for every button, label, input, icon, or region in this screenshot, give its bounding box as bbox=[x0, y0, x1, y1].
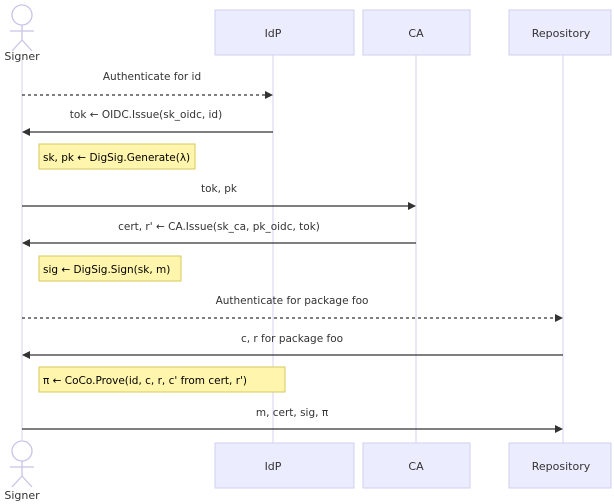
note-digsig-sign: sig ← DigSig.Sign(sk, m) bbox=[38, 255, 182, 282]
actor-signer-top: Signer bbox=[4, 4, 40, 63]
participant-box bbox=[362, 442, 471, 489]
participant-box bbox=[508, 442, 612, 489]
note-text: π ← CoCo.Prove(id, c, r, c' from cert, r… bbox=[43, 375, 247, 387]
message-label: Authenticate for package foo bbox=[216, 295, 369, 307]
message-authenticate-package: Authenticate for package foo bbox=[22, 295, 563, 322]
message-label: cert, r' ← CA.Issue(sk_ca, pk_oidc, tok) bbox=[118, 221, 320, 233]
participant-label: Repository bbox=[532, 460, 591, 473]
participant-label: Repository bbox=[532, 27, 591, 40]
note-box bbox=[38, 366, 286, 393]
note-box bbox=[38, 143, 196, 170]
actor-label: Signer bbox=[4, 489, 40, 502]
note-coco-prove: π ← CoCo.Prove(id, c, r, c' from cert, r… bbox=[38, 366, 286, 393]
note-text: sig ← DigSig.Sign(sk, m) bbox=[43, 264, 170, 276]
message-label: tok, pk bbox=[201, 183, 238, 195]
participant-label: IdP bbox=[265, 27, 282, 40]
participant-box bbox=[214, 9, 355, 56]
actor-signer-bottom: Signer bbox=[4, 440, 40, 502]
message-ca-issue: cert, r' ← CA.Issue(sk_ca, pk_oidc, tok) bbox=[22, 221, 416, 247]
participant-ca-top: CA bbox=[362, 9, 471, 56]
participant-ca-bottom: CA bbox=[362, 442, 471, 489]
message-label: tok ← OIDC.Issue(sk_oidc, id) bbox=[70, 109, 222, 121]
participant-idp-bottom: IdP bbox=[214, 442, 355, 489]
note-digsig-generate: sk, pk ← DigSig.Generate(λ) bbox=[38, 143, 196, 170]
note-text: sk, pk ← DigSig.Generate(λ) bbox=[43, 152, 190, 164]
message-m-cert-sig: m, cert, sig, π bbox=[22, 407, 563, 433]
actor-head-icon bbox=[11, 4, 33, 26]
participant-box bbox=[214, 442, 355, 489]
message-oidc-issue: tok ← OIDC.Issue(sk_oidc, id) bbox=[22, 109, 273, 136]
participant-repository-bottom: Repository bbox=[508, 442, 612, 489]
participant-repository-top: Repository bbox=[508, 9, 612, 56]
message-authenticate-id: Authenticate for id bbox=[22, 71, 273, 99]
message-label: c, r for package foo bbox=[241, 333, 343, 345]
note-box bbox=[38, 255, 182, 282]
participant-box bbox=[362, 9, 471, 56]
message-label: m, cert, sig, π bbox=[256, 407, 329, 419]
actor-head-icon bbox=[11, 440, 33, 462]
participant-idp-top: IdP bbox=[214, 9, 355, 56]
participant-box bbox=[508, 9, 612, 56]
participant-label: IdP bbox=[265, 460, 282, 473]
message-c-r-package: c, r for package foo bbox=[22, 333, 563, 359]
message-tok-pk: tok, pk bbox=[22, 183, 416, 210]
message-label: Authenticate for id bbox=[103, 71, 201, 83]
actor-label: Signer bbox=[4, 50, 40, 63]
participant-label: CA bbox=[408, 27, 424, 40]
participant-label: CA bbox=[408, 460, 424, 473]
